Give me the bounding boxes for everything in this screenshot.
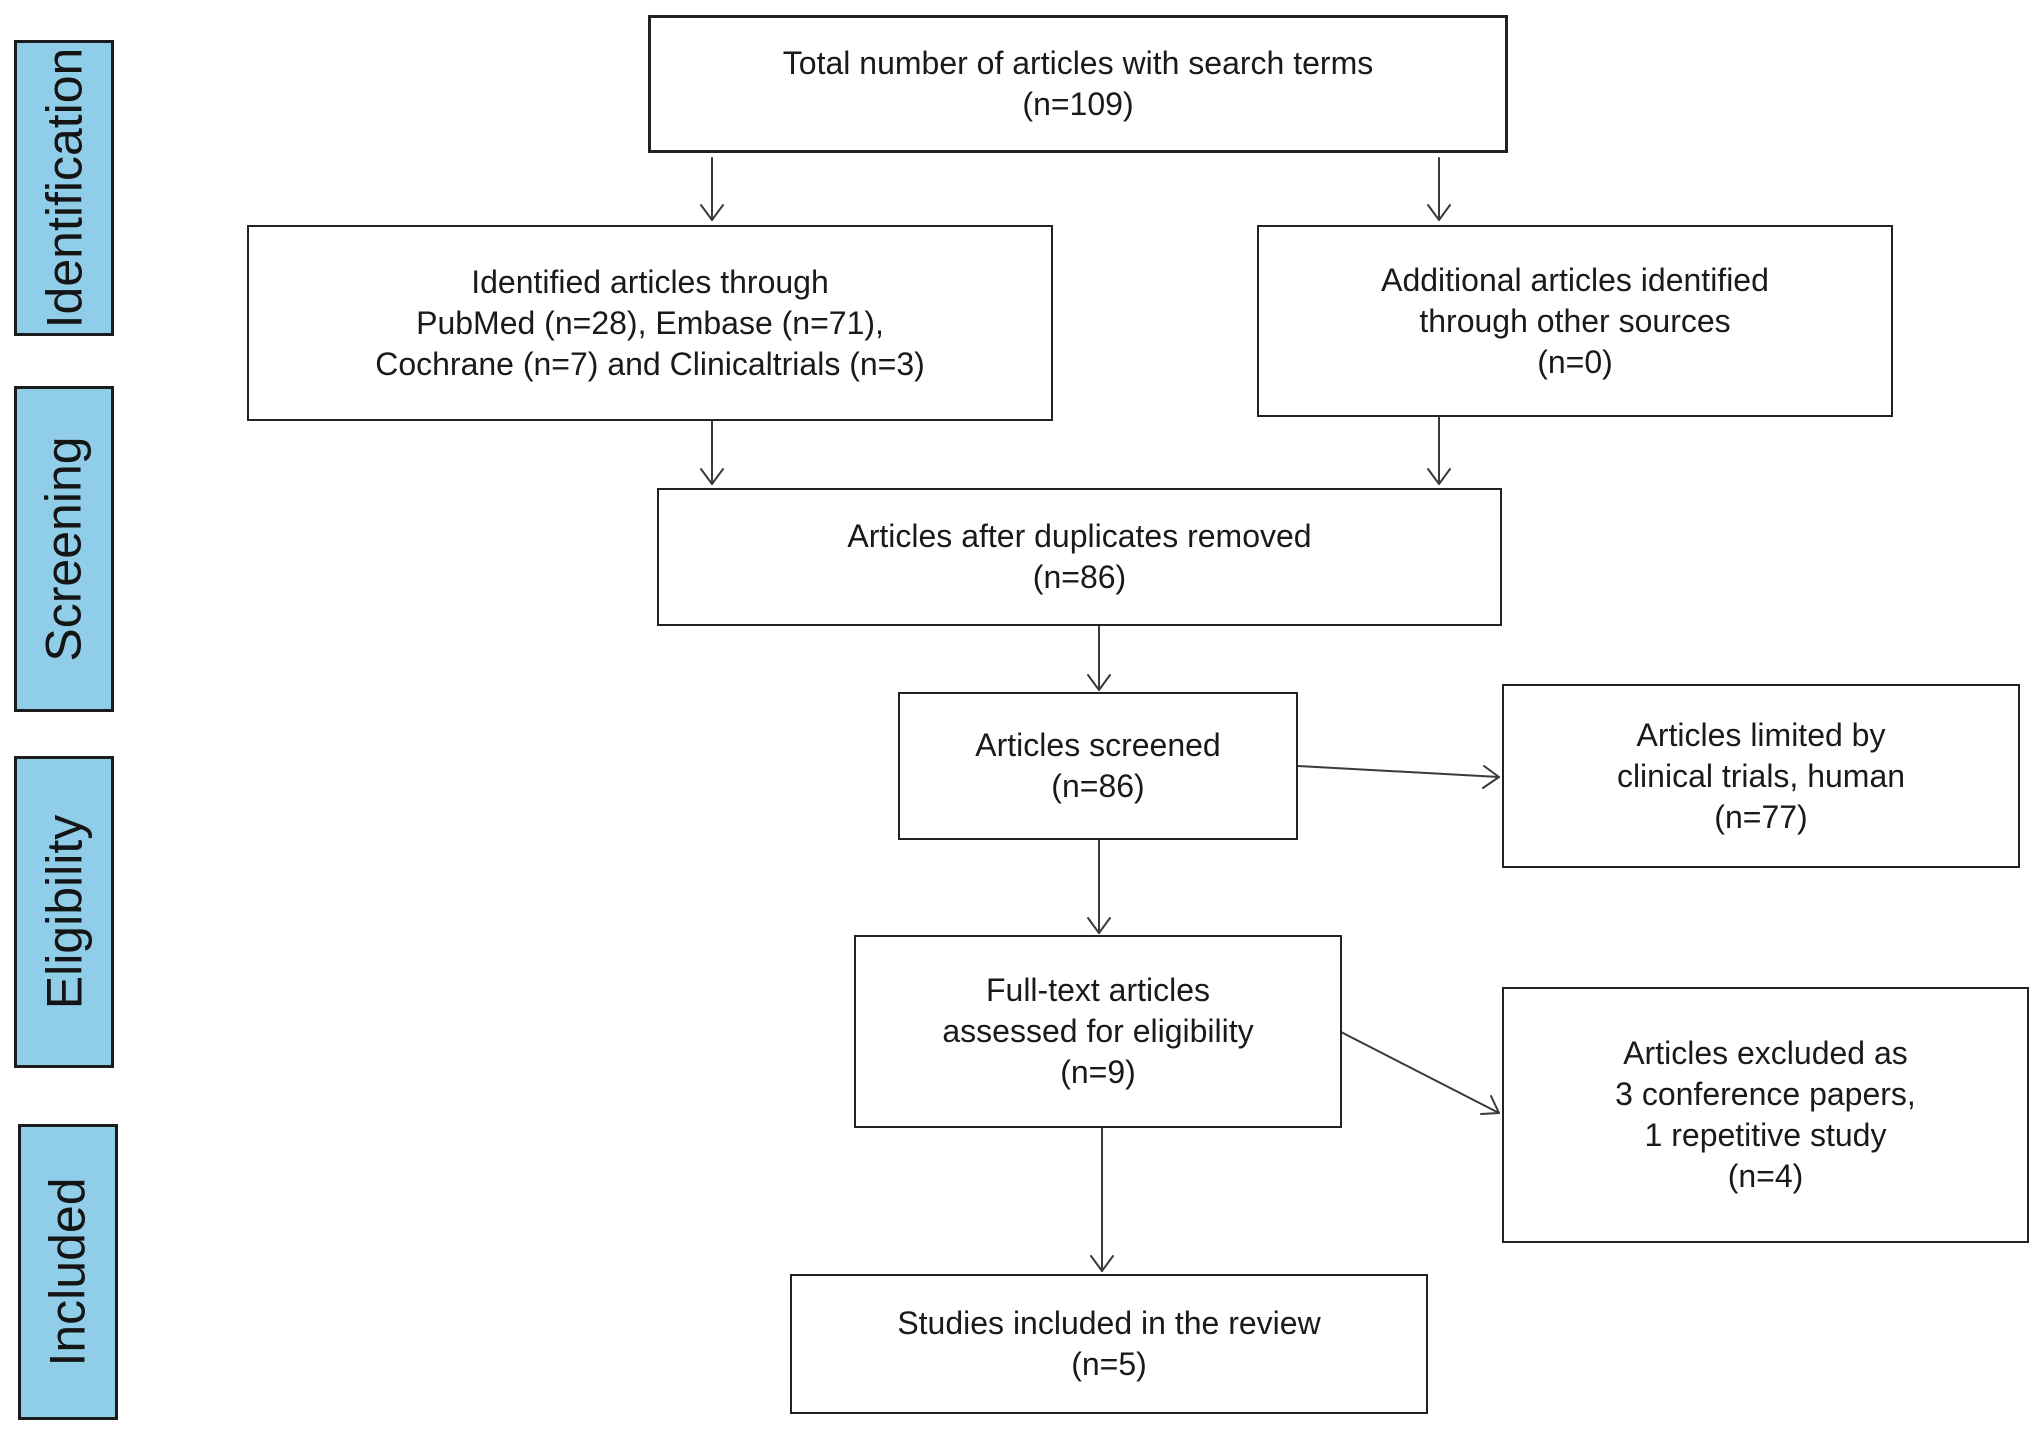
arrow-fulltext-to-excluded [1340, 1031, 1500, 1114]
box-included-line2: (n=5) [1071, 1346, 1147, 1382]
box-limited-line3: (n=77) [1714, 798, 1808, 835]
box-additional-line1: Additional articles identified [1381, 261, 1769, 298]
box-total-line1: Total number of articles with search ter… [782, 45, 1374, 81]
box-studies-included: Studies included in the review (n=5) [790, 1274, 1428, 1414]
box-full-text-articles: Full-text articles assessed for eligibil… [854, 935, 1342, 1128]
phase-included: Included [18, 1124, 118, 1420]
box-duplicates-line2: (n=86) [1032, 559, 1127, 595]
box-additional-articles: Additional articles identified through o… [1257, 225, 1893, 417]
box-fulltext-line3: (n=9) [1060, 1054, 1136, 1090]
box-excluded-line3: 1 repetitive study [1644, 1117, 1887, 1153]
box-limited-line1: Articles limited by [1636, 716, 1886, 753]
box-additional-line2: through other sources [1419, 302, 1731, 339]
phase-identification: Identification [14, 40, 114, 336]
phase-included-label: Included [40, 1177, 97, 1367]
box-duplicates-line1: Articles after duplicates removed [847, 518, 1312, 554]
box-identified-line3: Cochrane (n=7) and Clinicaltrials (n=3) [375, 345, 925, 382]
box-screened-line1: Articles screened [975, 727, 1221, 763]
box-identified-articles: Identified articles through PubMed (n=28… [247, 225, 1053, 421]
box-fulltext-line2: assessed for eligibility [942, 1013, 1254, 1049]
box-screened-line2: (n=86) [1051, 768, 1145, 804]
box-articles-excluded: Articles excluded as 3 conference papers… [1502, 987, 2029, 1243]
box-fulltext-line1: Full-text articles [985, 972, 1211, 1008]
box-excluded-line4: (n=4) [1727, 1158, 1804, 1194]
box-limited-line2: clinical trials, human [1616, 757, 1906, 794]
box-excluded-line1: Articles excluded as [1623, 1035, 1908, 1071]
box-included-line1: Studies included in the review [897, 1305, 1321, 1341]
phase-identification-label: Identification [36, 47, 92, 329]
box-identified-line1: Identified articles through [471, 263, 829, 300]
box-identified-line2: PubMed (n=28), Embase (n=71), [416, 304, 884, 341]
box-total-articles: Total number of articles with search ter… [648, 15, 1508, 153]
box-articles-limited: Articles limited by clinical trials, hum… [1502, 684, 2020, 868]
phase-eligibility-label: Eligibility [36, 814, 93, 1010]
box-duplicates-removed: Articles after duplicates removed (n=86) [657, 488, 1502, 626]
box-total-line2: (n=109) [1022, 86, 1134, 122]
box-excluded-line2: 3 conference papers, [1615, 1076, 1916, 1112]
phase-screening-label: Screening [36, 436, 92, 662]
phase-eligibility: Eligibility [14, 756, 114, 1068]
box-additional-line3: (n=0) [1537, 343, 1613, 380]
arrow-screened-to-limited [1297, 765, 1500, 778]
box-articles-screened: Articles screened (n=86) [898, 692, 1298, 840]
phase-screening: Screening [14, 386, 114, 712]
